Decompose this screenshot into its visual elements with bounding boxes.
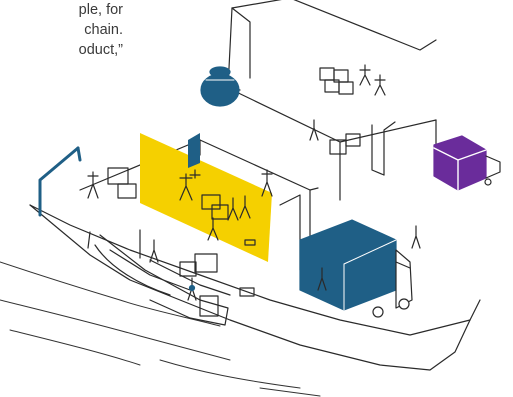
- highlight-zone: [140, 133, 272, 262]
- mooring-post: [40, 148, 80, 215]
- delivery-truck-icon: [300, 220, 412, 317]
- warehouse-building: [228, 0, 436, 200]
- purple-package-icon: [434, 136, 500, 190]
- water-waves: [0, 262, 320, 396]
- water-tank-icon: [201, 67, 239, 106]
